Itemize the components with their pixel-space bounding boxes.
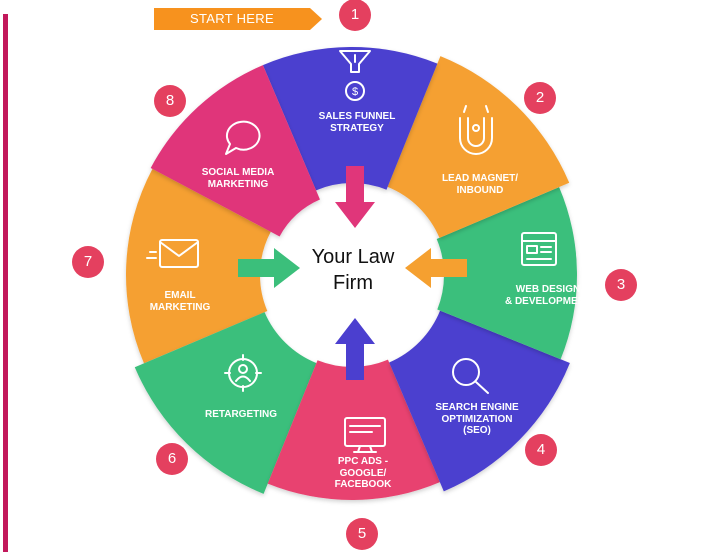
search-icon [452, 358, 489, 394]
step-3-label: WEB DESIGN & DEVELOPMENT [504, 284, 592, 307]
wheel-segment-6 [267, 359, 440, 500]
arrow-left-icon [405, 248, 467, 288]
step-5-label: PPC ADS - GOOGLE/ FACEBOOK [334, 456, 392, 490]
step-5-badge: 5 [346, 518, 378, 550]
wheel-segment-2 [262, 46, 438, 191]
target-icon [224, 354, 262, 392]
envelope-icon [146, 239, 199, 268]
left-accent-rule [3, 14, 8, 552]
step-4-label: SEARCH ENGINE OPTIMIZATION (SEO) [435, 402, 519, 436]
step-6-badge: 6 [156, 443, 188, 475]
arrow-up-icon [335, 318, 375, 380]
wheel-segment-5 [389, 310, 570, 492]
wheel-segment-3 [387, 56, 570, 238]
wheel-segment-1 [150, 65, 320, 237]
center-title: Your Law Firm [311, 246, 395, 294]
start-here-banner: START HERE [154, 8, 322, 30]
funnel-icon: $ [339, 50, 371, 101]
start-here-label: START HERE [190, 11, 274, 26]
step-4-badge: 4 [525, 434, 557, 466]
wheel-segment-4 [436, 187, 578, 360]
start-here-arrow [154, 8, 322, 30]
step-8-badge: 8 [154, 85, 186, 117]
webpage-icon [521, 232, 557, 266]
svg-text:$: $ [352, 86, 358, 98]
wheel-segment-7 [134, 312, 317, 494]
chat-bubble-icon [225, 120, 261, 155]
step-1-badge: 1 [339, 0, 371, 31]
step-7-badge: 7 [72, 246, 104, 278]
step-1-label: SALES FUNNEL STRATEGY [318, 111, 396, 134]
step-3-badge: 3 [605, 269, 637, 301]
step-2-label: LEAD MAGNET/ INBOUND [441, 173, 519, 196]
arrow-right-icon [238, 248, 300, 288]
magnet-icon [459, 105, 493, 155]
arrow-down-icon [335, 166, 375, 228]
step-6-label: RETARGETING [204, 409, 278, 420]
step-2-badge: 2 [524, 82, 556, 114]
monitor-icon [344, 417, 386, 453]
step-7-label: EMAIL MARKETING [149, 290, 211, 313]
step-8-label: SOCIAL MEDIA MARKETING [201, 167, 275, 190]
